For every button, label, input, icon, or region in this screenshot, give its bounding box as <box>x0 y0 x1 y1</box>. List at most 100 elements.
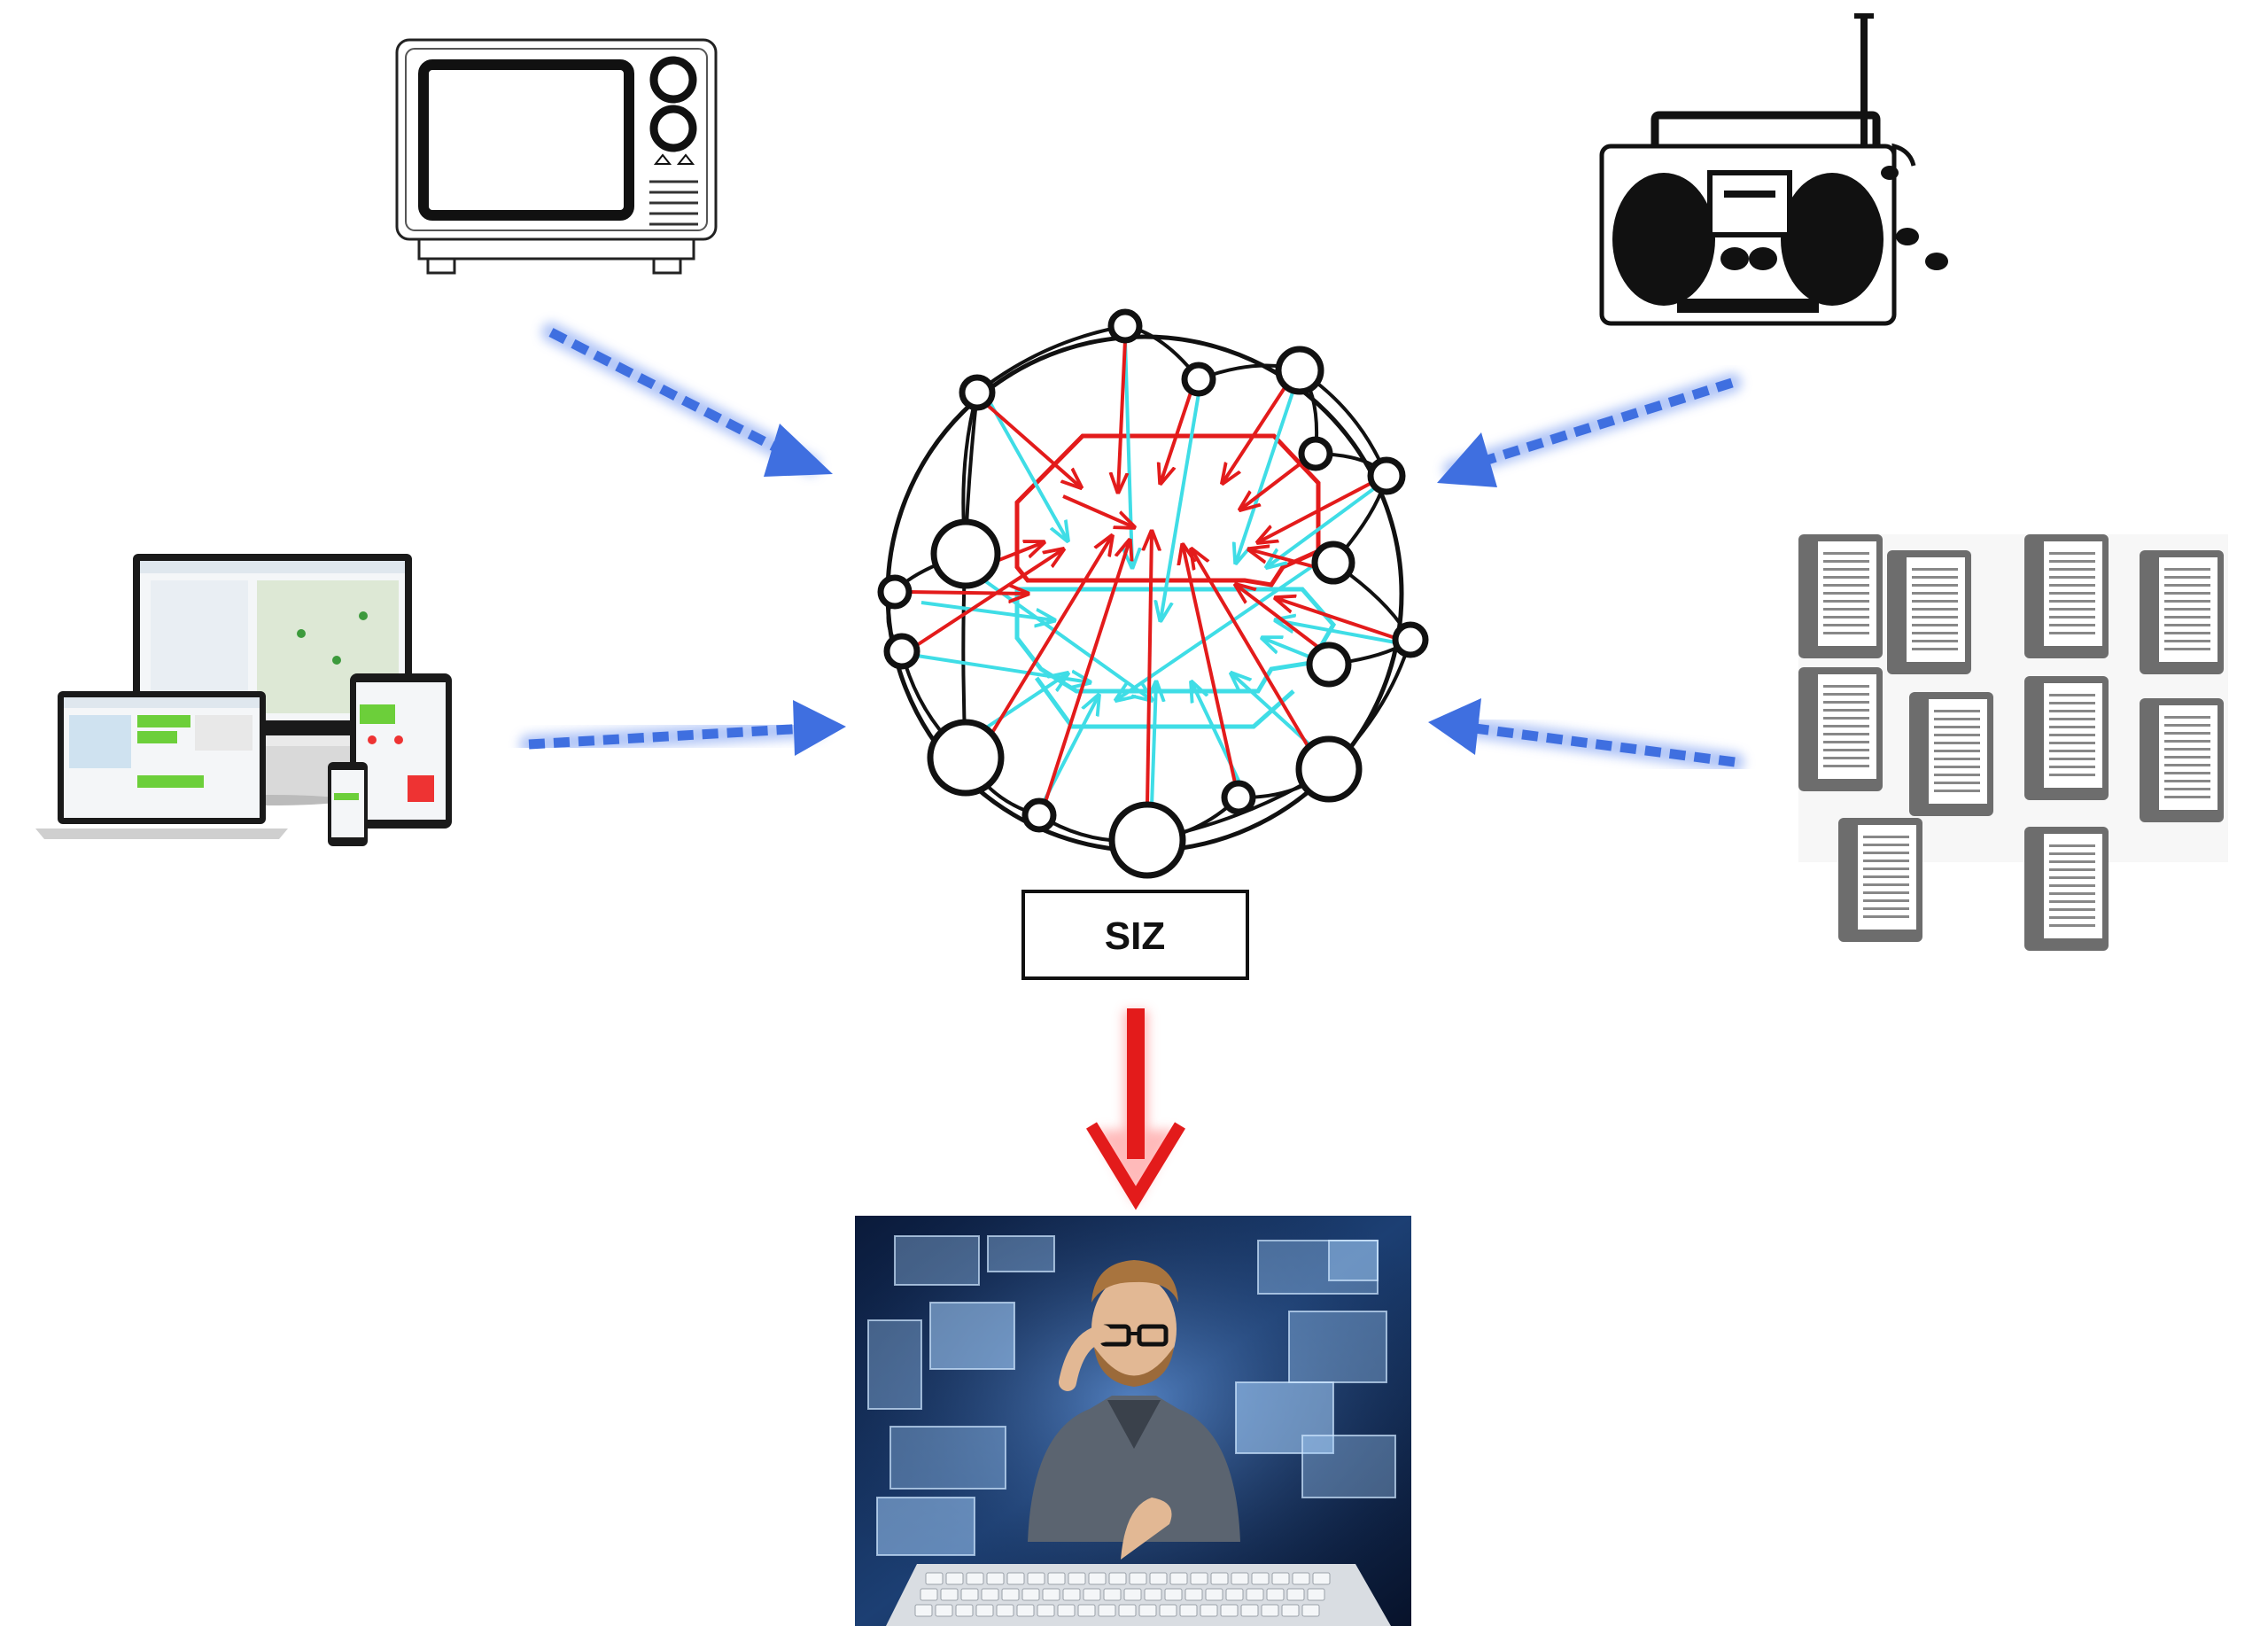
keyboard-key <box>1169 1572 1188 1585</box>
red-link <box>1044 541 1130 803</box>
keyboard-key <box>1077 1604 1096 1617</box>
keyboard-key <box>1149 1572 1168 1585</box>
keyboard-key <box>1246 1588 1264 1601</box>
siz-box: SIZ <box>1021 890 1249 980</box>
information-network <box>877 308 1429 879</box>
keyboard-key <box>925 1572 944 1585</box>
keyboard-key <box>1144 1588 1162 1601</box>
keyboard-key <box>1301 1604 1320 1617</box>
cyan-link <box>986 398 1068 541</box>
network-link <box>975 324 1126 394</box>
keyboard-key <box>1047 1572 1066 1585</box>
network-node <box>1221 780 1256 815</box>
person-at-keyboard-holographic-screens-image <box>855 1216 1411 1626</box>
red-link <box>1161 389 1193 483</box>
keyboard-key <box>975 1604 994 1617</box>
keyboard-key <box>1281 1604 1300 1617</box>
keyboard-key <box>1205 1588 1223 1601</box>
keyboard-key <box>1184 1588 1203 1601</box>
keyboard-key <box>1037 1604 1055 1617</box>
red-link <box>989 536 1112 737</box>
keyboard-key <box>1231 1572 1249 1585</box>
network-node <box>1306 642 1352 688</box>
keyboard-key <box>1027 1572 1045 1585</box>
keyboard-key <box>940 1588 959 1601</box>
red-link <box>1183 545 1238 788</box>
keyboard-key <box>1179 1604 1198 1617</box>
arrow-ebooks-to-network <box>1428 698 1744 772</box>
ebook-reader <box>2140 550 2224 674</box>
keyboard-key <box>1057 1604 1076 1617</box>
ebook-reader <box>1838 818 1922 942</box>
red-link <box>1223 379 1291 483</box>
cyan-lower-outline <box>1034 676 1295 729</box>
keyboard-key <box>1261 1604 1279 1617</box>
keyboard-key <box>1190 1572 1208 1585</box>
keyboard-key <box>935 1604 953 1617</box>
keyboard-key <box>1088 1572 1107 1585</box>
network-node <box>1367 456 1406 495</box>
red-link <box>1240 459 1306 510</box>
keyboard-key <box>1062 1588 1081 1601</box>
boombox-radio-icon <box>1599 13 1948 326</box>
input-arrows <box>519 323 1744 772</box>
network-node <box>1298 436 1333 471</box>
red-link <box>1062 494 1134 527</box>
cyan-link <box>1267 487 1375 567</box>
keyboard-key <box>1200 1604 1218 1617</box>
ebook-reader <box>2140 698 2224 822</box>
ebook-reader <box>1798 667 1883 791</box>
cyan-link <box>1231 673 1311 746</box>
keyboard-key <box>1251 1572 1270 1585</box>
network-node <box>1275 346 1324 395</box>
network-node <box>1181 362 1216 397</box>
red-link <box>1147 532 1152 805</box>
keyboard-key <box>1123 1588 1142 1601</box>
cyan-cluster-outline <box>1014 587 1337 694</box>
red-link <box>1192 549 1311 751</box>
keyboard-key <box>960 1588 979 1601</box>
arrow-devices-to-network <box>519 700 846 756</box>
network-node <box>959 374 996 411</box>
ebook-reader <box>1887 550 1971 674</box>
cyan-link <box>1161 393 1200 620</box>
keyboard-key <box>945 1572 964 1585</box>
arrow-tv-to-network <box>541 323 833 477</box>
red-link <box>1249 549 1317 569</box>
keyboard-key <box>996 1604 1014 1617</box>
keyboard-key <box>1225 1588 1244 1601</box>
arrow-radio-to-network <box>1437 373 1742 487</box>
network-node <box>877 574 913 610</box>
keyboard-key <box>1266 1588 1285 1601</box>
network-node <box>927 719 1005 797</box>
ebook-reader-icon <box>1798 534 2228 951</box>
network-node <box>1107 308 1143 344</box>
output-arrow <box>1086 1008 1185 1210</box>
cyan-link <box>1236 389 1295 563</box>
network-node <box>930 518 1001 589</box>
network-node <box>883 633 920 670</box>
computer-tablet-phone-icon <box>35 554 452 846</box>
cyan-link <box>920 601 1054 620</box>
keyboard-key <box>1083 1588 1101 1601</box>
ebook-reader <box>2024 534 2109 658</box>
keyboard-key <box>1286 1588 1305 1601</box>
ebook-reader <box>1798 534 1883 658</box>
red-link <box>1258 481 1372 542</box>
keyboard-key <box>1001 1588 1020 1601</box>
keyboard-key <box>1220 1604 1239 1617</box>
keyboard-key <box>955 1604 974 1617</box>
ebook-reader <box>2024 827 2109 951</box>
keyboard-key <box>1006 1572 1025 1585</box>
keyboard-key <box>1118 1604 1137 1617</box>
red-link <box>991 542 1044 564</box>
tv-icon <box>395 38 718 275</box>
keyboard-key <box>1098 1604 1116 1617</box>
keyboard-key <box>1210 1572 1229 1585</box>
red-link <box>1118 339 1125 492</box>
keyboard-key <box>1016 1604 1035 1617</box>
keyboard-key <box>1021 1588 1040 1601</box>
keyboard-key <box>986 1572 1005 1585</box>
red-link <box>1236 585 1329 656</box>
